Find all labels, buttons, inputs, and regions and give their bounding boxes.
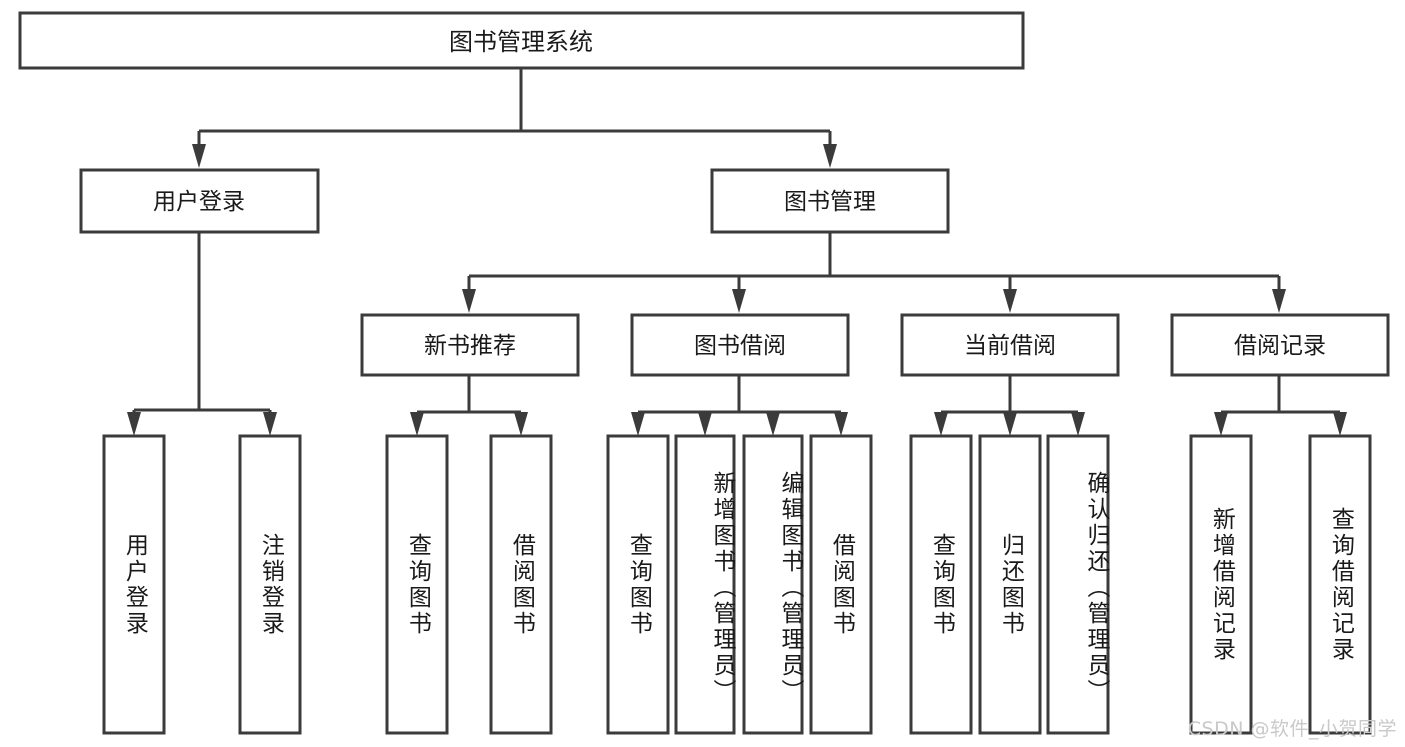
connector-userlogin-to-leaves [132,232,272,419]
arrow-head-icon [631,412,645,436]
arrow-head-icon [462,289,476,313]
leaf-box-edit-book-admin[interactable] [742,434,804,735]
node-user-login-label: 用户登录 [153,189,245,215]
node-root-label: 图书管理系统 [449,28,593,56]
leaf-box-query-book-newbook[interactable] [385,434,449,735]
node-current-borrow-box[interactable] [900,313,1120,377]
arrow-head-icon [766,412,780,436]
arrow-head-icon [934,412,948,436]
connector-newbook-to-leaves [415,375,523,421]
arrow-head-icon [410,412,424,436]
connector-borrow-to-leaves [636,375,843,421]
csdn-watermark: CSDN @软件_小贺同学 [1187,718,1397,740]
leaf-box-query-borrow-record[interactable] [1308,434,1372,735]
connector-group [132,68,1342,421]
leaf-box-query-book-current[interactable] [909,434,973,735]
arrow-head-icon [698,412,712,436]
node-book-borrow-box[interactable] [630,313,850,377]
leaf-box-query-book-borrow[interactable] [606,434,670,735]
arrowhead-group [127,144,1347,436]
arrow-head-icon [1003,289,1017,313]
leaf-box-borrow-book[interactable] [809,434,873,735]
arrow-head-icon [263,412,277,436]
arrow-head-icon [192,144,206,168]
arrow-head-icon [732,289,746,313]
node-new-book-label: 新书推荐 [424,333,516,359]
arrow-head-icon [1003,412,1017,436]
connector-bookmgmt-to-level3 [467,232,1281,296]
node-new-book-box[interactable] [360,313,580,377]
node-current-borrow-label: 当前借阅 [964,333,1056,359]
arrow-head-icon [834,412,848,436]
arrow-head-icon [1272,289,1286,313]
connector-root-to-level2 [197,68,832,152]
leaf-box-add-book-admin[interactable] [674,434,736,735]
leaf-box-user-login[interactable] [102,434,166,735]
leaf-box-confirm-return-admin[interactable] [1046,434,1110,735]
node-book-management-label: 图书管理 [784,189,876,215]
node-book-borrow-label: 图书借阅 [694,333,786,359]
arrow-head-icon [823,144,837,168]
node-borrow-record-label: 借阅记录 [1234,333,1326,359]
leaf-box-borrow-book-newbook[interactable] [489,434,553,735]
arrow-head-icon [514,412,528,436]
connector-record-to-leaves [1219,375,1342,421]
leaf-box-logout[interactable] [238,434,302,735]
node-book-management-box[interactable] [710,168,950,234]
arrow-head-icon [1214,412,1228,436]
arrow-head-icon [1071,412,1085,436]
leaf-box-return-book[interactable] [978,434,1042,735]
node-box-group: 图书管理系统 用户登录 图书管理 新书推荐 图书借阅 当前借阅 借阅记录 [18,11,1390,735]
node-user-login-box[interactable] [79,168,320,234]
arrow-head-icon [127,412,141,436]
node-borrow-record-box[interactable] [1170,313,1390,377]
leaf-box-add-borrow-record[interactable] [1189,434,1253,735]
node-root-box[interactable] [18,11,1025,70]
arrow-head-icon [1333,412,1347,436]
